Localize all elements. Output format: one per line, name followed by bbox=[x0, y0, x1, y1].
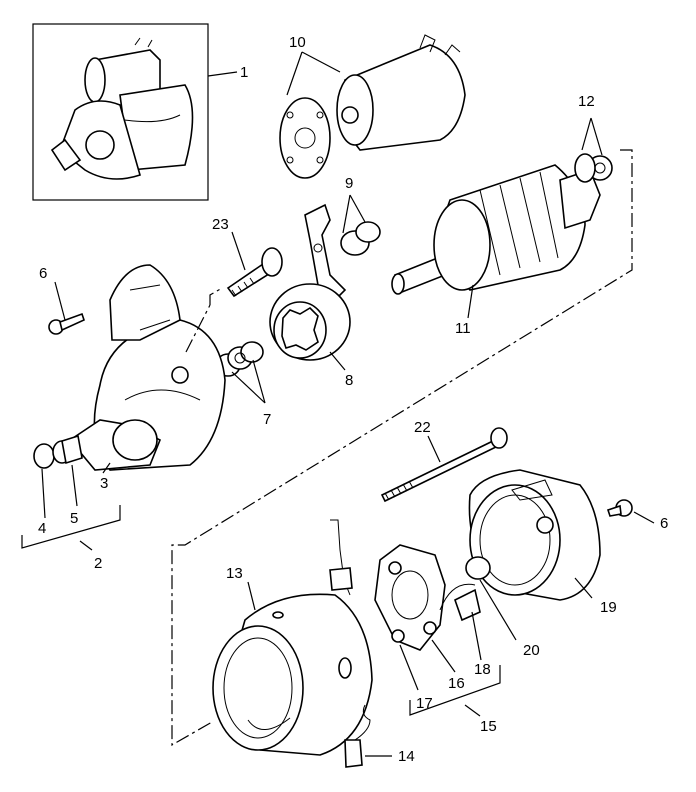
label-5: 5 bbox=[70, 510, 78, 527]
label-4: 4 bbox=[38, 520, 46, 537]
label-22: 22 bbox=[414, 419, 431, 436]
ring-part-4 bbox=[33, 443, 55, 469]
assembled-starter-inset bbox=[32, 23, 209, 201]
yoke-part-13 bbox=[212, 519, 373, 768]
leader-lines bbox=[21, 51, 655, 757]
part-labels: 1 10 12 9 23 6 11 8 7 22 4 5 3 6 2 13 19… bbox=[38, 34, 668, 765]
label-11: 11 bbox=[455, 320, 471, 337]
label-1: 1 bbox=[240, 64, 248, 81]
label-6-right: 6 bbox=[660, 515, 668, 532]
bearing-part-12 bbox=[574, 153, 596, 183]
screw-part-6-right bbox=[606, 499, 633, 517]
collar-part-5 bbox=[52, 434, 83, 465]
brush-holder-part-15 bbox=[374, 544, 481, 651]
label-12: 12 bbox=[578, 93, 595, 110]
label-10: 10 bbox=[289, 34, 306, 51]
label-3: 3 bbox=[100, 475, 108, 492]
label-13: 13 bbox=[226, 565, 243, 582]
label-17: 17 bbox=[416, 695, 433, 712]
armature-part-11 bbox=[391, 155, 613, 295]
washers-part-7 bbox=[215, 341, 264, 377]
drive-pinion-part-8 bbox=[269, 283, 351, 361]
alignment-lines bbox=[171, 149, 633, 747]
label-8: 8 bbox=[345, 372, 353, 389]
bolt-part-23 bbox=[226, 247, 283, 298]
label-7: 7 bbox=[263, 411, 271, 428]
label-19: 19 bbox=[600, 599, 617, 616]
drive-end-housing-part-3 bbox=[68, 264, 226, 471]
through-bolt-part-22 bbox=[380, 427, 508, 503]
bush-part-20 bbox=[465, 556, 491, 580]
label-15: 15 bbox=[480, 718, 497, 735]
label-6-left: 6 bbox=[39, 265, 47, 282]
label-14: 14 bbox=[398, 748, 415, 765]
clips-part-9 bbox=[340, 221, 381, 256]
label-18: 18 bbox=[474, 661, 491, 678]
label-2: 2 bbox=[94, 555, 102, 572]
label-20: 20 bbox=[523, 642, 540, 659]
solenoid-part-10 bbox=[279, 34, 466, 179]
label-9: 9 bbox=[345, 175, 353, 192]
shift-lever bbox=[304, 203, 347, 302]
label-23: 23 bbox=[212, 216, 229, 233]
end-cover-part-19 bbox=[468, 469, 601, 601]
screw-part-6-left bbox=[48, 312, 85, 335]
label-16: 16 bbox=[448, 675, 465, 692]
